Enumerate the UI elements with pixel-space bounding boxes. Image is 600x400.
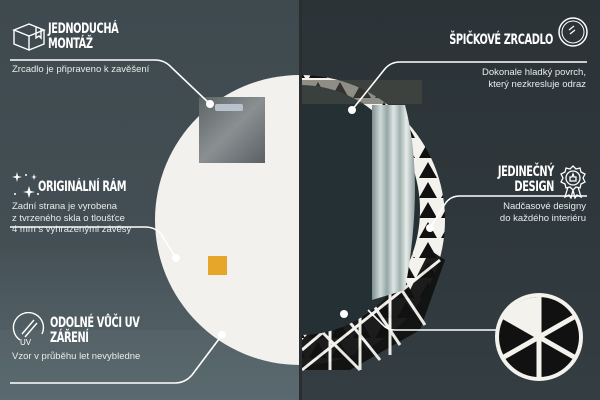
sparkles-icon	[12, 172, 39, 198]
unique-design-title: JEDINEČNÝ DESIGN	[497, 164, 555, 195]
svg-text:UV: UV	[20, 338, 32, 346]
callout-lines	[10, 59, 587, 384]
award-badge-icon	[560, 165, 586, 199]
mounting-tape	[208, 256, 227, 275]
uv-resistant-title: ODOLNÉ VŮČI UV ZÁŘENÍ	[50, 315, 140, 346]
mirror-back	[155, 75, 300, 365]
pattern-detail-circle	[495, 293, 583, 381]
mirror-front	[302, 75, 445, 372]
hanger-slot	[215, 104, 243, 111]
top-mirror-title: ŠPIČKOVÉ ZRCADLO	[449, 32, 553, 48]
original-frame-description: Zadní strana je vyrobena z tvrzeného skl…	[12, 201, 132, 235]
uv-resistant-description: Vzor v průběhu let nevybledne	[12, 351, 141, 362]
mirror-icon	[558, 17, 588, 47]
top-mirror-description: Dokonale hladký povrch, který nezkresluj…	[481, 67, 586, 90]
simple-mounting-description: Zrcadlo je připraveno k zavěšení	[12, 64, 150, 75]
box-icon	[12, 23, 46, 52]
simple-mounting-title: JEDNODUCHÁ MONTÁŽ	[48, 21, 119, 52]
uv-icon: UV	[12, 312, 45, 346]
original-frame-title: ORIGINÁLNÍ RÁM	[38, 179, 127, 195]
split-divider	[299, 0, 302, 400]
callout-dots	[172, 100, 434, 339]
unique-design-description: Nadčasové designy do každého interiéru	[499, 201, 586, 224]
